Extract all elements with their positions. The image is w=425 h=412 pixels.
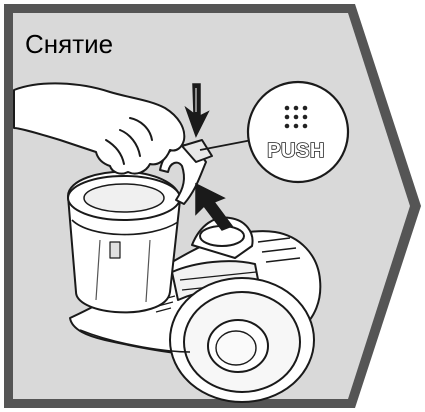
panel-title: Снятие bbox=[25, 29, 113, 59]
braille-dots-icon bbox=[285, 106, 308, 129]
push-label: PUSH bbox=[267, 140, 325, 162]
